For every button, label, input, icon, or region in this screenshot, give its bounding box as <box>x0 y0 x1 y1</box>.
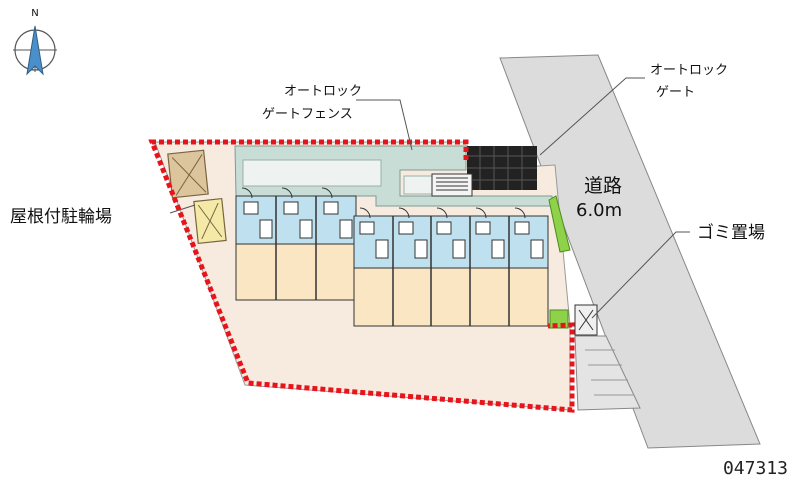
entrance-paving <box>431 146 537 197</box>
label-autolock-gate: オートロック ゲート <box>650 63 728 100</box>
building-right <box>353 207 549 327</box>
corridor-inner <box>242 159 382 187</box>
road-label: 道路 <box>584 175 622 197</box>
label-road: 道路 6.0m <box>576 175 622 221</box>
autolock-gate-line-2: ゲート <box>656 85 695 100</box>
building-left <box>235 187 357 301</box>
leader-lines <box>169 77 690 319</box>
label-autolock-fence: オートロック ゲートフェンス <box>262 84 362 122</box>
north-label: N <box>31 8 38 19</box>
garbage-area <box>574 304 598 336</box>
label-garbage: ゴミ置場 <box>697 222 765 243</box>
corridor-inner-2 <box>403 175 435 195</box>
walkway-lines <box>585 349 634 396</box>
autolock-gate-line-1: オートロック <box>650 63 728 78</box>
property-code: 047313 <box>723 458 788 479</box>
property-boundary <box>148 139 575 413</box>
road <box>499 54 761 449</box>
bike-parking <box>167 149 227 245</box>
autolock-fence-line-2: ゲートフェンス <box>262 107 353 122</box>
compass: N <box>13 8 57 76</box>
label-bike-parking: 屋根付駐輪場 <box>10 207 112 227</box>
autolock-fence-line-1: オートロック <box>284 84 362 99</box>
walkway <box>574 335 641 411</box>
greenery-strip <box>548 195 571 253</box>
road-width: 6.0m <box>576 200 622 221</box>
